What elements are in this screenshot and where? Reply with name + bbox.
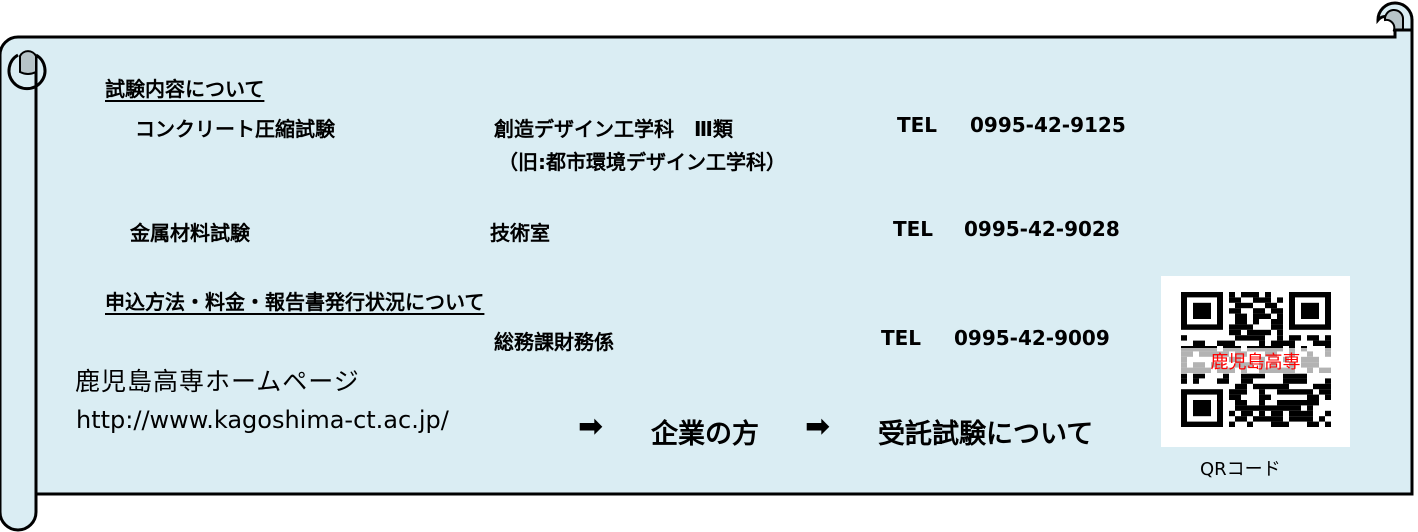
qr-overlay-text: 鹿児島高専 (1161, 348, 1350, 374)
qr-caption: QRコード (1200, 459, 1281, 480)
department-note: （旧:都市環境デザイン工学科） (498, 150, 786, 174)
section-heading-application: 申込方法・料金・報告書発行状況について (105, 290, 485, 314)
arrow-right-icon: ➡ (578, 409, 604, 444)
department: 技術室 (490, 221, 550, 245)
department: 創造デザイン工学科 Ⅲ類 (494, 117, 733, 141)
website-title: 鹿児島高専ホームページ (75, 367, 360, 396)
tel-number: 0995-42-9009 (954, 326, 1110, 350)
nav-step-contract-testing: 受託試験について (878, 419, 1094, 450)
test-name: コンクリート圧縮試験 (135, 117, 335, 141)
department: 総務課財務係 (494, 330, 614, 354)
tel-label: TEL (881, 326, 922, 350)
nav-step-companies: 企業の方 (651, 419, 759, 450)
qr-code: 鹿児島高専 (1161, 276, 1350, 447)
tel-number: 0995-42-9125 (970, 113, 1126, 137)
test-name: 金属材料試験 (130, 221, 250, 245)
section-heading-test-content: 試験内容について (105, 77, 265, 101)
website-url[interactable]: http://www.kagoshima-ct.ac.jp/ (76, 406, 449, 434)
tel-label: TEL (897, 113, 938, 137)
arrow-right-icon: ➡ (805, 409, 831, 444)
tel-label: TEL (893, 217, 934, 241)
tel-number: 0995-42-9028 (964, 217, 1120, 241)
